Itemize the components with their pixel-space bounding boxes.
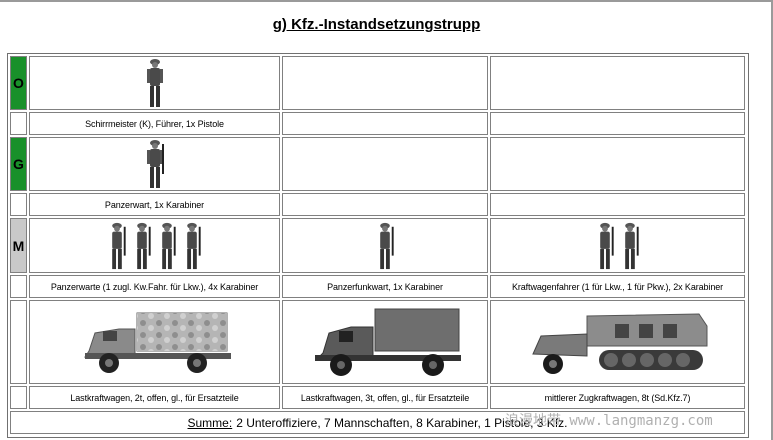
mechanics-label: Panzerwarte (1 zugl. Kw.Fahr. für Lkw.),… <box>29 275 280 298</box>
officer-label: Schirrmeister (K), Führer, 1x Pistole <box>29 112 280 135</box>
empty-figure-cell <box>490 56 745 110</box>
empty-label <box>490 193 745 216</box>
drivers-label: Kraftwagenfahrer (1 für Lkw., 1 für Pkw.… <box>490 275 745 298</box>
truck-2t-label: Lastkraftwagen, 2t, offen, gl., für Ersa… <box>29 386 280 409</box>
soldier-with-rifle-icon <box>112 222 126 269</box>
halftrack-sdkfz7-icon <box>531 313 707 374</box>
truck-3t-image-cell <box>282 300 488 384</box>
radio-mechanic-label: Panzerfunkwart, 1x Karabiner <box>282 275 488 298</box>
empty-label <box>282 112 488 135</box>
halftrack-image-cell <box>490 300 745 384</box>
drivers-figure-cell <box>490 218 745 273</box>
halftrack-label: mittlerer Zugkraftwagen, 8t (Sd.Kfz.7) <box>490 386 745 409</box>
truck-3t-label: Lastkraftwagen, 3t, offen, gl., für Ersa… <box>282 386 488 409</box>
soldier-with-rifle-icon <box>625 222 639 269</box>
soldier-with-rifle-icon <box>146 140 164 188</box>
summary-prefix: Summe: <box>187 415 233 430</box>
summary-text-wrap: Summe: 2 Unteroffiziere, 7 Mannschaften,… <box>11 412 744 433</box>
summary-text: 2 Unteroffiziere, 7 Mannschaften, 8 Kara… <box>236 415 568 430</box>
soldier-with-rifle-icon <box>380 222 394 269</box>
nco-label: Panzerwart, 1x Karabiner <box>29 193 280 216</box>
soldier-with-rifle-icon <box>162 222 176 269</box>
empty-figure-cell <box>490 137 745 191</box>
soldier-with-rifle-icon <box>137 222 151 269</box>
rank-cell-nco: G <box>10 137 27 191</box>
rank-spacer-cell <box>10 275 27 298</box>
soldier-figure-icon <box>146 59 163 107</box>
soldier-with-rifle-icon <box>600 222 614 269</box>
window-right-edge <box>771 0 773 440</box>
rank-spacer-cell <box>10 193 27 216</box>
radio-mechanic-figure-cell <box>282 218 488 273</box>
summary-row: Summe: 2 Unteroffiziere, 7 Mannschaften,… <box>10 411 745 434</box>
page-title: g) Kfz.-Instandsetzungstrupp <box>272 16 481 33</box>
officer-figure-cell <box>29 56 280 110</box>
rank-cell-men: M <box>10 218 27 273</box>
soldier-with-rifle-icon <box>187 222 201 269</box>
rank-spacer-cell <box>10 386 27 409</box>
truck-2t-image-cell <box>29 300 280 384</box>
rank-spacer-cell <box>10 300 27 384</box>
empty-figure-cell <box>282 137 488 191</box>
men-figure-cell <box>29 218 280 273</box>
truck-3t-icon <box>315 308 461 376</box>
rank-spacer-cell <box>10 112 27 135</box>
empty-label <box>282 193 488 216</box>
nco-figure-cell <box>29 137 280 191</box>
rank-cell-officer: O <box>10 56 27 110</box>
truck-2t-icon <box>83 312 231 373</box>
watermark: 浪漫地带 www.langmanzg.com <box>505 413 713 429</box>
window-top-edge <box>0 0 773 2</box>
empty-figure-cell <box>282 56 488 110</box>
organization-table: O Schirrmeister (K), Führer, 1x Pistole … <box>7 53 749 438</box>
empty-label <box>490 112 745 135</box>
